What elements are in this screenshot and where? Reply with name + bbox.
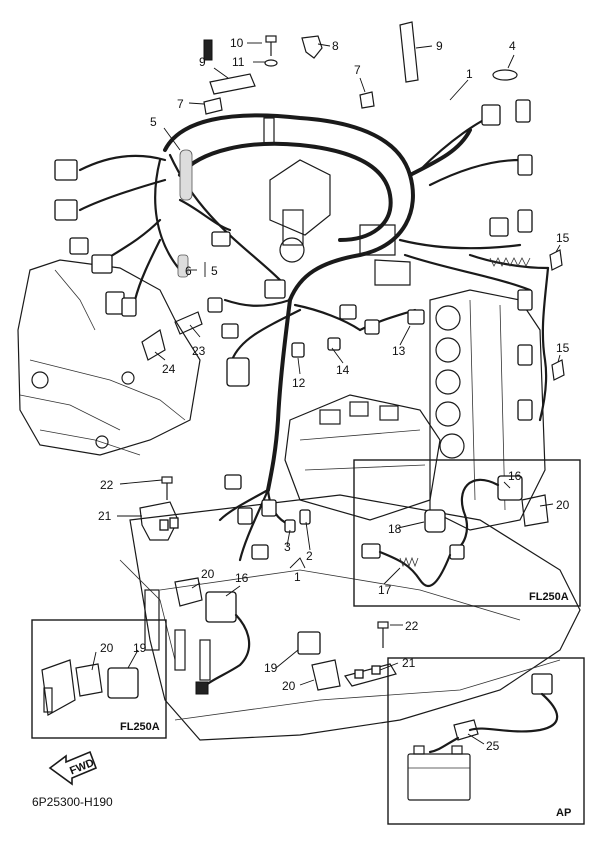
- callout-16-base: 16: [235, 571, 249, 585]
- callout-13: 13: [392, 344, 406, 358]
- main-wire-harness: [78, 113, 550, 562]
- callout-4: 4: [509, 39, 516, 53]
- callout-20-inset: 20: [556, 498, 570, 512]
- callout-3: 3: [284, 540, 291, 554]
- callout-18: 18: [388, 522, 402, 536]
- callout-1-top: 1: [466, 67, 473, 81]
- callout-15-bottom: 15: [556, 341, 570, 355]
- callout-8: 8: [332, 39, 339, 53]
- leader-lines: [91, 42, 561, 745]
- callout-21-left: 21: [98, 509, 112, 523]
- fwd-arrow: FWD: [48, 750, 98, 786]
- inset-label-fl250a-right: FL250A: [529, 591, 569, 603]
- inset-ap: [387, 657, 585, 825]
- inset-label-ap: AP: [556, 807, 571, 819]
- callout-21-right: 21: [402, 656, 416, 670]
- callout-17: 17: [378, 583, 392, 597]
- callout-12: 12: [292, 376, 306, 390]
- top-small-parts: [203, 21, 565, 381]
- engine-outline: [17, 259, 581, 741]
- callout-2: 2: [306, 549, 313, 563]
- callout-24: 24: [162, 362, 176, 376]
- callout-19-left-inset: 19: [133, 641, 147, 655]
- callout-19-right: 19: [264, 661, 278, 675]
- callout-5-top: 5: [150, 115, 157, 129]
- callout-20-right: 20: [282, 679, 296, 693]
- callout-9-left: 9: [199, 55, 206, 69]
- callout-5-bottom: 5: [211, 264, 218, 278]
- callout-15-top: 15: [556, 231, 570, 245]
- callout-20-base: 20: [201, 567, 215, 581]
- callout-6: 6: [185, 264, 192, 278]
- inset-label-fl250a-left: FL250A: [120, 721, 160, 733]
- callout-labels: 10 11 8 9 9 4 1 7 7 5 6 5 15 15 23 24 12…: [32, 36, 571, 819]
- callout-25: 25: [486, 739, 500, 753]
- harness-connectors: [54, 39, 533, 560]
- callout-22-right: 22: [405, 619, 419, 633]
- callout-7-left: 7: [177, 97, 184, 111]
- callout-14: 14: [336, 363, 350, 377]
- callout-10: 10: [230, 36, 244, 50]
- callout-9-right: 9: [436, 39, 443, 53]
- callout-1-bottom: 1: [294, 570, 301, 584]
- callout-22-left: 22: [100, 478, 114, 492]
- callout-7-right: 7: [354, 63, 361, 77]
- reference-code: 6P25300-H190: [32, 795, 113, 809]
- callout-16-inset: 16: [508, 469, 522, 483]
- callout-23: 23: [192, 344, 206, 358]
- callout-11: 11: [232, 55, 245, 69]
- callout-20-left-inset: 20: [100, 641, 114, 655]
- inset-fl250a-left: [31, 619, 167, 739]
- fuse-bracket-left: [139, 476, 251, 695]
- fuse-bracket-right: [297, 621, 397, 691]
- inset-fl250a-right: [353, 459, 581, 607]
